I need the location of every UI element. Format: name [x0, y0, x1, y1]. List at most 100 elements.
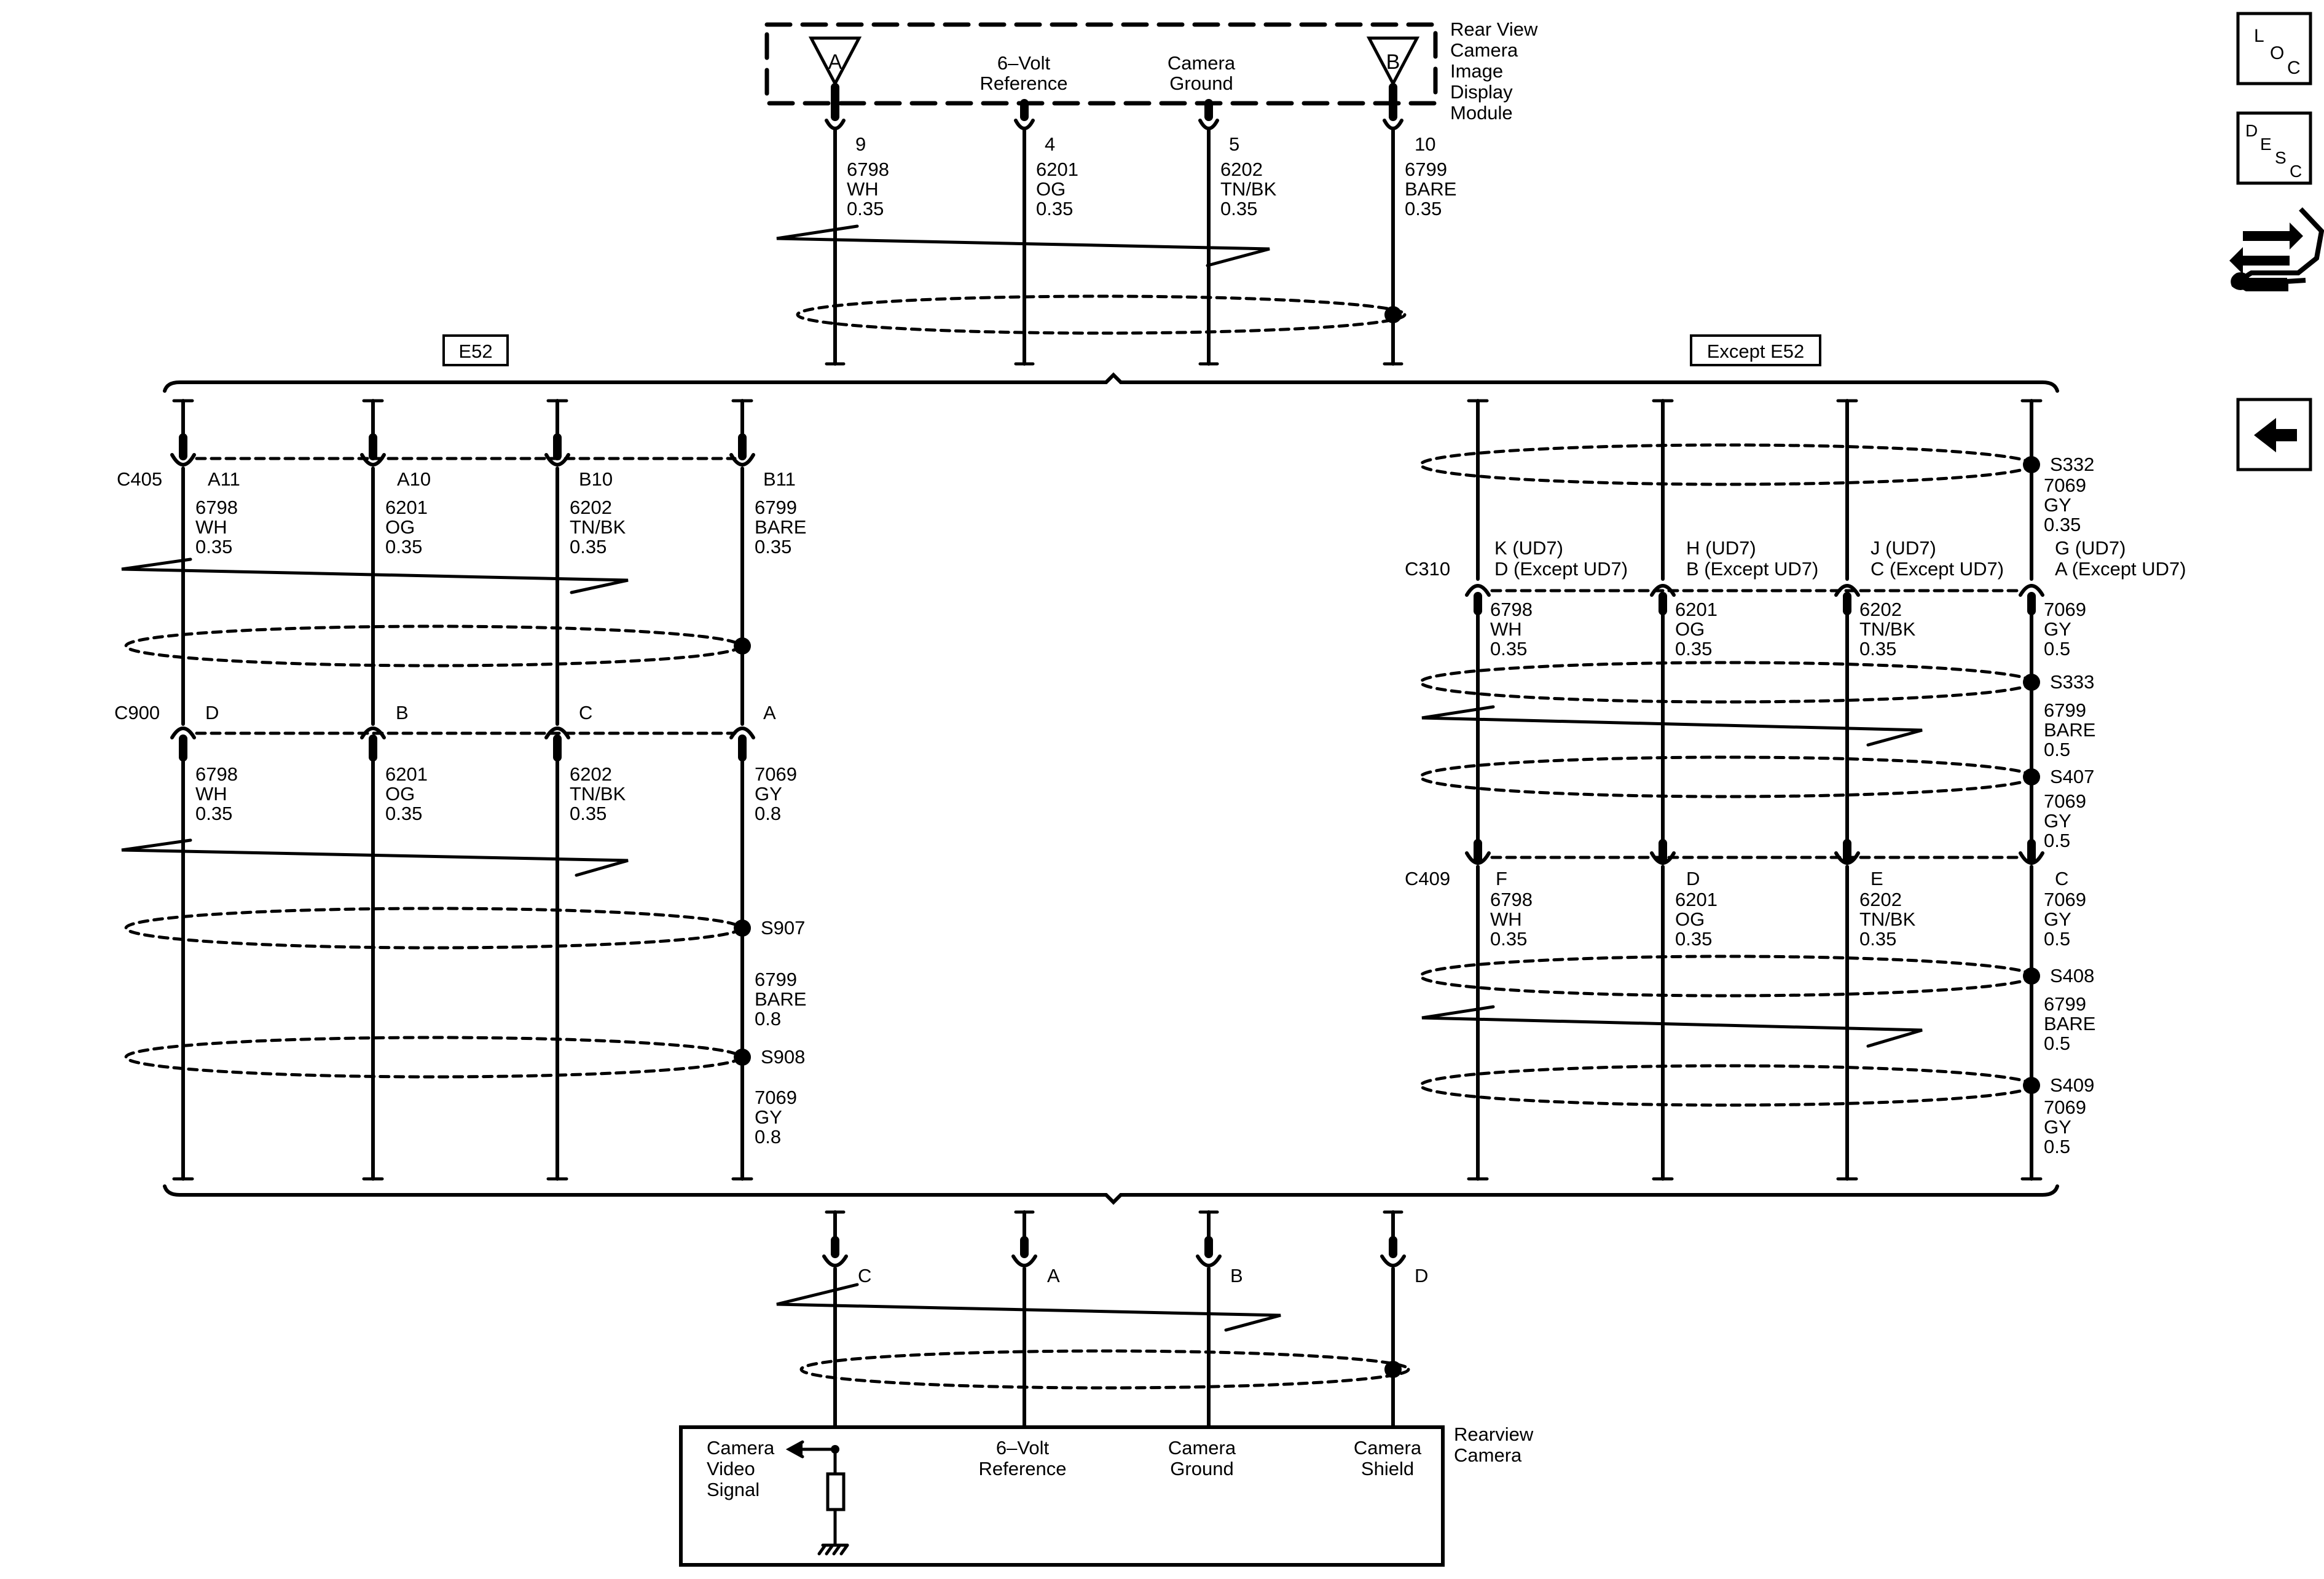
- svg-text:6798: 6798: [195, 497, 238, 518]
- module-name-2: Camera: [1450, 39, 1518, 61]
- terminal-b-triangle: [1366, 36, 1420, 87]
- svg-text:6201: 6201: [385, 497, 428, 518]
- svg-text:6799: 6799: [755, 497, 797, 518]
- module-name-4: Display: [1450, 81, 1513, 103]
- svg-text:TN/BK: TN/BK: [1859, 908, 1916, 930]
- svg-text:0.35: 0.35: [1405, 198, 1442, 219]
- svg-text:B11: B11: [763, 468, 796, 490]
- svg-text:6798: 6798: [1490, 599, 1533, 620]
- svg-text:6201: 6201: [385, 763, 428, 785]
- svg-text:OG: OG: [385, 516, 415, 538]
- svg-text:BARE: BARE: [2044, 719, 2095, 741]
- shield-symbol: [796, 294, 1407, 335]
- svg-text:4: 4: [1045, 133, 1055, 155]
- svg-text:0.8: 0.8: [755, 1126, 781, 1148]
- svg-text:S332: S332: [2050, 454, 2094, 475]
- svg-text:6–Volt: 6–Volt: [996, 1437, 1050, 1459]
- svg-text:0.35: 0.35: [1490, 638, 1527, 660]
- svg-text:S908: S908: [761, 1046, 805, 1068]
- svg-text:Camera: Camera: [1168, 1437, 1236, 1459]
- twisted-pair-symbol: [776, 224, 1270, 267]
- svg-text:0.5: 0.5: [2044, 1033, 2070, 1054]
- module-gnd-label-1: Camera: [1168, 52, 1236, 74]
- svg-text:0.8: 0.8: [755, 1008, 781, 1030]
- svg-text:S907: S907: [761, 917, 805, 939]
- connector-tool-icon[interactable]: [2229, 207, 2324, 291]
- svg-text:C: C: [2287, 58, 2301, 78]
- svg-text:A: A: [763, 702, 776, 723]
- svg-text:0.5: 0.5: [2044, 1136, 2070, 1157]
- svg-text:6799: 6799: [2044, 699, 2086, 721]
- svg-text:0.5: 0.5: [2044, 928, 2070, 950]
- svg-text:6798: 6798: [195, 763, 238, 785]
- svg-text:C310: C310: [1405, 558, 1450, 580]
- camera-video-circuit: [785, 1440, 849, 1556]
- svg-text:0.5: 0.5: [2044, 739, 2070, 760]
- svg-text:0.35: 0.35: [1859, 928, 1896, 950]
- svg-text:6202: 6202: [1859, 599, 1902, 620]
- svg-text:A: A: [1047, 1265, 1060, 1286]
- svg-text:Reference: Reference: [978, 1458, 1066, 1479]
- camera-labels: Camera Video Signal 6–Volt Reference Cam…: [707, 1423, 1534, 1500]
- svg-text:A11: A11: [208, 468, 240, 490]
- svg-text:OG: OG: [1036, 178, 1066, 200]
- loc-button[interactable]: L O C: [2236, 12, 2312, 85]
- svg-text:TN/BK: TN/BK: [570, 516, 626, 538]
- svg-text:GY: GY: [2044, 810, 2071, 832]
- svg-text:OG: OG: [385, 783, 415, 805]
- svg-text:OG: OG: [1675, 908, 1705, 930]
- svg-text:0.35: 0.35: [1220, 198, 1257, 219]
- module-name-1: Rear View: [1450, 18, 1538, 40]
- svg-text:C405: C405: [117, 468, 162, 490]
- svg-text:BARE: BARE: [1405, 178, 1456, 200]
- svg-text:TN/BK: TN/BK: [1859, 618, 1916, 640]
- svg-text:Video: Video: [707, 1458, 755, 1479]
- svg-text:L: L: [2254, 26, 2264, 46]
- svg-text:6201: 6201: [1675, 889, 1717, 910]
- top-wire-labels: 9 6798 WH 0.35 4 6201 OG 0.35 5 6202 TN/…: [847, 133, 1456, 219]
- back-button[interactable]: [2236, 398, 2312, 471]
- svg-text:D: D: [2245, 121, 2258, 140]
- bottom-connector-terminals: [822, 1254, 1406, 1267]
- back-arrow-icon: [2254, 418, 2297, 452]
- connector-c409-terminals: [1465, 851, 2044, 865]
- module-pin-terminals: [825, 119, 1403, 130]
- svg-text:Rearview: Rearview: [1454, 1423, 1534, 1445]
- bottom-connector-labels: C A B D: [858, 1265, 1428, 1286]
- svg-text:E: E: [1871, 868, 1883, 889]
- svg-text:D: D: [205, 702, 219, 723]
- svg-text:0.35: 0.35: [195, 803, 232, 824]
- svg-text:OG: OG: [1675, 618, 1705, 640]
- svg-text:H (UD7): H (UD7): [1686, 537, 1756, 559]
- terminal-a-label: A: [828, 50, 842, 74]
- svg-text:S407: S407: [2050, 766, 2094, 787]
- svg-text:D (Except UD7): D (Except UD7): [1494, 558, 1628, 580]
- svg-text:0.8: 0.8: [755, 803, 781, 824]
- option-except-e52-label: Except E52: [1690, 334, 1821, 366]
- left-c900-labels: C900 D B C A 6798 WH 0.35 6201 OG 0.35 6…: [114, 702, 797, 824]
- svg-text:Shield: Shield: [1361, 1458, 1414, 1479]
- connector-c405-terminals: [170, 453, 755, 467]
- svg-text:S409: S409: [2050, 1074, 2094, 1096]
- svg-text:7069: 7069: [755, 1087, 797, 1108]
- module-ref-label-2: Reference: [979, 73, 1067, 94]
- svg-text:BARE: BARE: [755, 988, 806, 1010]
- right-bottom-labels: S408 6799 BARE 0.5 S409 7069 GY 0.5: [2044, 965, 2095, 1157]
- svg-text:C: C: [2290, 162, 2302, 181]
- svg-text:C: C: [2055, 868, 2068, 889]
- module-name-3: Image: [1450, 60, 1503, 82]
- svg-text:7069: 7069: [2044, 474, 2086, 496]
- svg-text:6202: 6202: [1859, 889, 1902, 910]
- svg-text:BARE: BARE: [755, 516, 806, 538]
- svg-text:TN/BK: TN/BK: [570, 783, 626, 805]
- module-ref-label-1: 6–Volt: [997, 52, 1051, 74]
- svg-text:Camera: Camera: [1454, 1444, 1522, 1466]
- svg-text:10: 10: [1415, 133, 1435, 155]
- svg-text:6202: 6202: [570, 497, 612, 518]
- svg-text:Camera: Camera: [707, 1437, 775, 1459]
- rear-view-camera-display-module: [764, 22, 1438, 106]
- svg-text:J (UD7): J (UD7): [1871, 537, 1936, 559]
- desc-button[interactable]: D E S C: [2236, 111, 2312, 185]
- svg-text:Signal: Signal: [707, 1479, 760, 1500]
